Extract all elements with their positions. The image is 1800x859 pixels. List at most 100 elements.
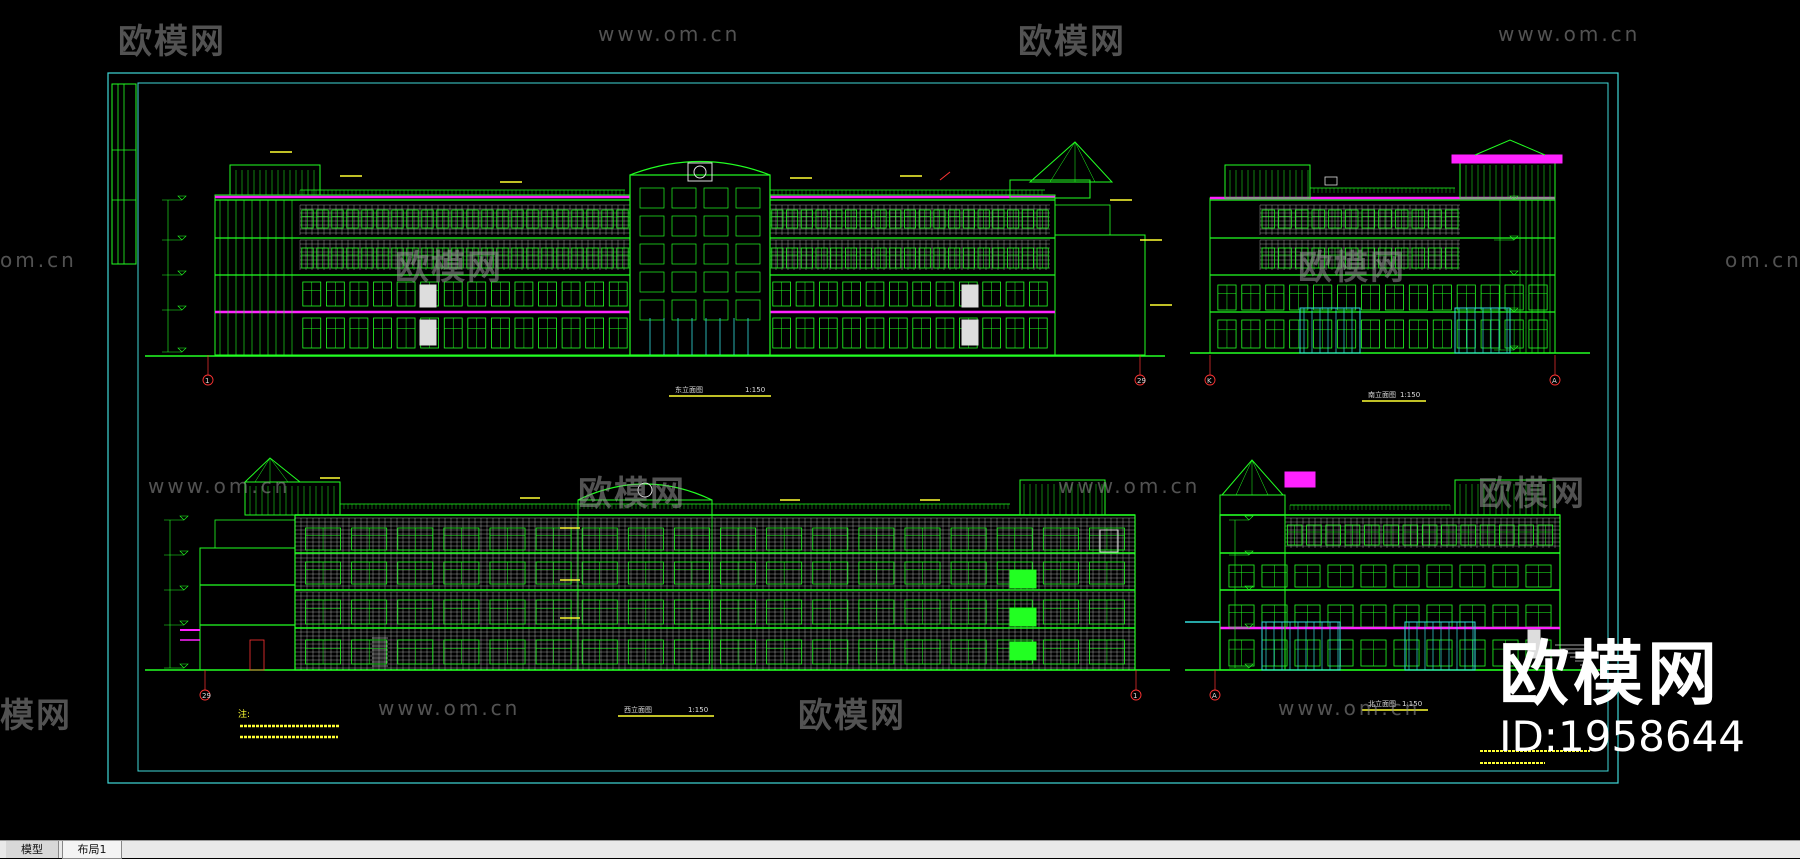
tab-model[interactable]: 模型	[6, 841, 59, 858]
tower-window	[735, 243, 761, 265]
sheet-inner-frame	[137, 82, 1609, 772]
level-mark	[177, 235, 187, 241]
level-mark	[177, 270, 187, 276]
axis-bubble	[1130, 689, 1142, 701]
tower-window	[735, 187, 761, 209]
level-mark	[1244, 515, 1254, 521]
axis-bubble	[1134, 374, 1146, 386]
watermark-logo: 欧模网	[1018, 22, 1126, 62]
tower-window	[639, 299, 665, 321]
level-mark	[1509, 345, 1519, 351]
level-mark	[179, 515, 189, 521]
view-scale: 1:150	[1402, 700, 1422, 708]
axis-label: A	[1552, 377, 1557, 385]
tower-window	[671, 271, 697, 293]
level-mark	[177, 305, 187, 311]
level-mark	[1244, 585, 1254, 591]
level-mark	[1509, 270, 1519, 276]
tower-window	[639, 215, 665, 237]
tower-window	[703, 215, 729, 237]
view-title: 西立面图	[624, 705, 652, 714]
glass-entrance	[1261, 621, 1341, 671]
watermark-url: www.om.cn	[378, 696, 521, 720]
east-elevation	[145, 141, 1172, 357]
level-mark	[1509, 307, 1519, 313]
watermark-logo: 欧模网	[395, 248, 503, 288]
layout-tab-bar: 模型 布局1	[0, 840, 1800, 859]
view-scale: 1:150	[688, 706, 708, 714]
north-elevation	[1185, 459, 1600, 671]
view-scale: 1:150	[1400, 391, 1420, 399]
watermark-logo: 欧模网	[1478, 474, 1586, 514]
axis-bubble	[199, 689, 211, 701]
view-title: 南立面图	[1368, 390, 1396, 399]
central-arch	[577, 483, 713, 501]
view-title: 东立面图	[675, 385, 703, 394]
tower-window	[639, 187, 665, 209]
pyramid-roof	[1028, 141, 1114, 183]
watermark-url: om.cn	[1725, 248, 1800, 272]
axis-label: 1	[205, 377, 209, 385]
level-mark	[179, 585, 189, 591]
tower-window	[671, 299, 697, 321]
notes-title: 注:	[238, 708, 250, 720]
view-title: 北立面图	[1368, 699, 1396, 708]
level-mark	[177, 347, 187, 353]
watermark-url: www.om.cn	[1058, 474, 1201, 498]
pyramid-roof	[1220, 459, 1285, 496]
brand-badge: 欧模网 ID:1958644	[1499, 634, 1745, 760]
tower-window	[671, 243, 697, 265]
axis-label: 29	[1137, 377, 1146, 385]
level-mark	[179, 550, 189, 556]
roof-pavilion	[1224, 164, 1311, 199]
axis-label: 1	[1133, 692, 1137, 700]
axis-bubble	[1204, 374, 1216, 386]
watermark-logo: 欧模网	[578, 474, 686, 514]
level-mark	[179, 620, 189, 626]
tower-window	[703, 271, 729, 293]
watermark-logo: 欧模网	[1298, 248, 1406, 288]
watermark-url: www.om.cn	[598, 22, 741, 46]
cad-drawing: 东立面图 1:150 南立面图 1:150 西立面图 1:150 北立面图 1:150 1 29…	[107, 72, 1619, 784]
tower-window	[703, 243, 729, 265]
south-elevation	[1190, 139, 1590, 354]
tower-window	[735, 215, 761, 237]
level-mark	[1509, 235, 1519, 241]
glass-entrance	[1299, 307, 1361, 354]
axis-bubble	[1549, 374, 1561, 386]
sheet-outer-frame	[107, 72, 1619, 784]
brand-name: 欧模网	[1499, 633, 1722, 715]
watermark-logo: 欧模网	[118, 22, 226, 62]
axis-label: A	[1212, 692, 1217, 700]
level-mark	[1244, 623, 1254, 629]
tower-window	[703, 187, 729, 209]
central-tower	[629, 174, 771, 356]
level-mark	[1244, 663, 1254, 669]
level-mark	[1509, 195, 1519, 201]
axis-label: K	[1207, 377, 1212, 385]
axis-bubble	[202, 374, 214, 386]
view-scale: 1:150	[745, 386, 765, 394]
watermark-logo: 欧模网	[798, 696, 906, 736]
watermark-logo: 模网	[0, 696, 72, 736]
watermark-url: www.om.cn	[148, 474, 291, 498]
level-mark	[177, 195, 187, 201]
tower-window	[639, 243, 665, 265]
tower-window	[639, 271, 665, 293]
drawing-canvas[interactable]: 东立面图 1:150 南立面图 1:150 西立面图 1:150 北立面图 1:150 1 29…	[0, 0, 1800, 840]
axis-label: 29	[202, 692, 211, 700]
brand-id: ID:1958644	[1499, 712, 1745, 761]
west-elevation	[145, 457, 1170, 671]
axis-bubble	[1209, 689, 1221, 701]
watermark-url: www.om.cn	[1278, 696, 1421, 720]
tower-window	[735, 299, 761, 321]
watermark-url: www.om.cn	[1498, 22, 1641, 46]
watermark-url: om.cn	[0, 248, 77, 272]
tower-window	[671, 215, 697, 237]
level-mark	[1244, 550, 1254, 556]
tab-layout1[interactable]: 布局1	[62, 841, 122, 859]
tower-window	[703, 299, 729, 321]
tower-window	[735, 271, 761, 293]
tower-window	[671, 187, 697, 209]
